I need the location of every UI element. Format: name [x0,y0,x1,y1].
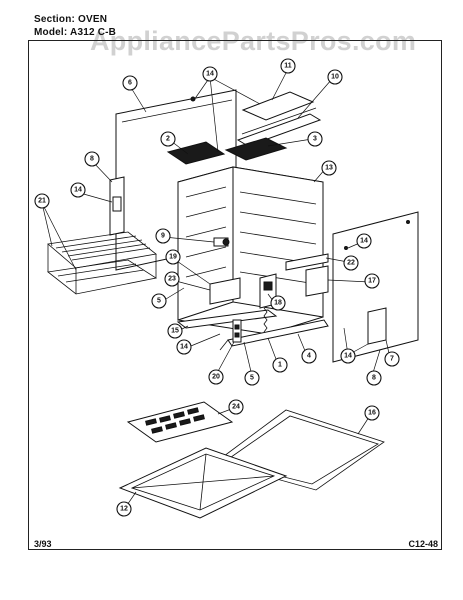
callout-1[interactable]: 1 [272,357,288,373]
callout-3[interactable]: 3 [307,131,323,147]
exploded-parts-drawing: 6 14 11 10 2 3 13 8 14 21 9 14 19 22 23 … [34,58,419,519]
callout-5-bottom[interactable]: 5 [244,370,260,386]
callout-6[interactable]: 6 [122,75,138,91]
svg-text:12: 12 [120,506,128,513]
bracket-right [285,253,329,271]
callout-23[interactable]: 23 [164,271,180,287]
svg-text:7: 7 [390,356,394,363]
callout-10[interactable]: 10 [327,69,343,85]
svg-text:11: 11 [284,63,292,70]
svg-text:10: 10 [331,74,339,81]
callout-21[interactable]: 21 [34,193,50,209]
broil-pan [118,447,288,519]
svg-text:5: 5 [250,375,254,382]
svg-text:18: 18 [274,300,282,307]
parts-diagram-sheet: AppliancePartsPros.com Section: OVEN Mod… [28,14,442,550]
top-trim [236,113,322,147]
oven-rack [47,231,158,295]
svg-text:21: 21 [38,198,46,205]
bracket-slot [112,196,122,212]
hinge [232,319,242,343]
svg-text:8: 8 [90,156,94,163]
callout-14-bottom[interactable]: 14 [176,339,192,355]
callout-4[interactable]: 4 [301,348,317,364]
light-socket [213,237,230,247]
callout-2[interactable]: 2 [160,131,176,147]
svg-text:5: 5 [157,298,161,305]
footer-page-code: C12-48 [408,539,438,549]
callout-13[interactable]: 13 [321,160,337,176]
watermark: AppliancePartsPros.com [90,26,417,56]
side-trim-right [305,265,329,297]
svg-text:6: 6 [128,80,132,87]
callout-9[interactable]: 9 [155,228,171,244]
callout-19[interactable]: 19 [165,249,181,265]
top-rail [241,91,315,121]
callout-14-right-panel[interactable]: 14 [356,233,372,249]
svg-text:20: 20 [212,374,220,381]
broil-pan-insert [126,401,234,443]
callout-8-rear[interactable]: 8 [366,370,382,386]
svg-text:23: 23 [168,276,176,283]
svg-text:13: 13 [325,165,333,172]
svg-text:17: 17 [368,278,376,285]
svg-text:1: 1 [278,362,282,369]
bottom-rail [176,309,278,329]
callout-16[interactable]: 16 [364,405,380,421]
footer-date: 3/93 [34,539,52,549]
model-label: Model: A312 C-B [34,27,117,38]
callout-20[interactable]: 20 [208,369,224,385]
svg-text:9: 9 [161,233,165,240]
callout-11[interactable]: 11 [280,58,296,74]
callout-22[interactable]: 22 [343,255,359,271]
callout-14-top[interactable]: 14 [202,66,218,82]
callout-14-rear[interactable]: 14 [340,348,356,364]
svg-text:14: 14 [344,353,352,360]
svg-text:19: 19 [169,254,177,261]
svg-text:22: 22 [347,260,355,267]
svg-text:2: 2 [166,136,170,143]
svg-text:14: 14 [180,344,188,351]
oven-top-bracket-right [224,137,288,161]
svg-text:14: 14 [360,238,368,245]
callout-18[interactable]: 18 [270,295,286,311]
svg-text:8: 8 [372,375,376,382]
section-label: Section: OVEN [34,14,108,25]
spring [263,307,268,333]
svg-text:14: 14 [206,71,214,78]
insulation [209,277,241,305]
svg-text:16: 16 [368,410,376,417]
bottom-trim [227,319,329,347]
diagram-frame [28,40,442,550]
svg-text:15: 15 [171,328,179,335]
callout-15[interactable]: 15 [167,323,183,339]
callout-12[interactable]: 12 [116,501,132,517]
callout-7[interactable]: 7 [384,351,400,367]
callout-14-left[interactable]: 14 [70,182,86,198]
callout-24[interactable]: 24 [228,399,244,415]
callout-5-left[interactable]: 5 [151,293,167,309]
svg-text:14: 14 [74,187,82,194]
svg-text:4: 4 [307,353,311,360]
svg-text:3: 3 [313,136,317,143]
callout-8-left[interactable]: 8 [84,151,100,167]
oven-top-bracket [166,141,226,165]
svg-text:24: 24 [232,404,240,411]
callout-17[interactable]: 17 [364,273,380,289]
